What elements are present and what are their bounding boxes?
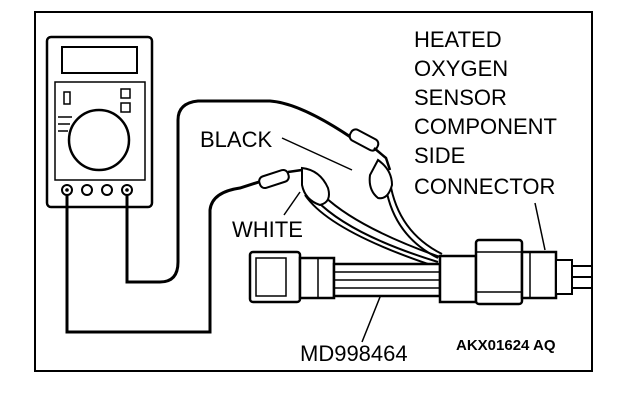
meter-dial [67,108,131,172]
sensor-label-line-4: COMPONENT [414,114,557,139]
harness-wires [304,181,443,269]
meter-display [61,46,138,74]
black-lead-label: BLACK [200,127,272,152]
white-lead-label: WHITE [232,217,303,242]
black-test-lead [125,99,353,284]
tool-part-number-label: MD998464 [300,341,408,366]
figure-border [34,11,593,372]
sensor-label-line-5: SIDE [414,143,465,168]
connector-callout-line [534,202,546,251]
sensor-label-line-1: HEATED [414,27,502,52]
white-callout-line [283,191,301,216]
black-probe [348,128,392,171]
black-clip [368,158,394,200]
white-test-lead [65,179,263,334]
tool-callout-line [361,291,383,343]
meter-button-icon [120,88,131,99]
test-harness [248,238,524,306]
multimeter [45,35,154,209]
sensor-connector [520,250,592,300]
sensor-label-line-3: SENSOR [414,85,507,110]
meter-jacks [61,184,133,196]
sensor-label-line-2: OXYGEN [414,56,508,81]
sensor-label-line-6: CONNECTOR [414,174,555,199]
black-callout-line [281,137,353,171]
figure-code-label: AKX01624 AQ [456,337,556,354]
white-clip [301,166,330,207]
